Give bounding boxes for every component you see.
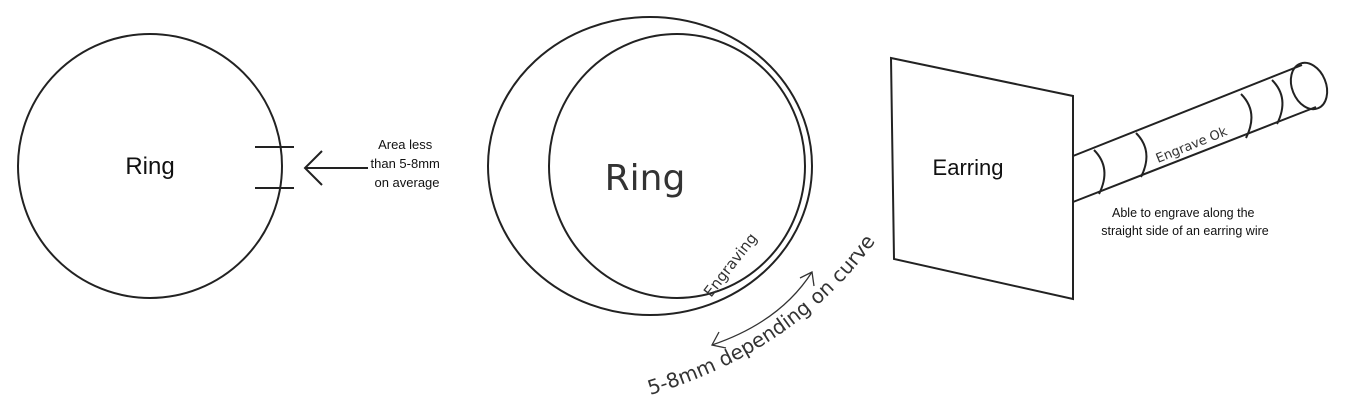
earring-note: Able to engrave along the straight side … (1101, 206, 1268, 238)
ring-simple-group: Ring Area less than 5-8mm on average (17, 33, 444, 299)
earring-plate (889, 56, 1074, 301)
earring-label: Earring (933, 155, 1004, 180)
ring-outer-outline (487, 16, 813, 316)
ring-inner-outline (548, 33, 806, 299)
ring-simple-outline (17, 33, 283, 299)
left-arrow-icon (303, 150, 368, 186)
ring-inner-label: Ring (605, 158, 686, 199)
ring-simple-label: Ring (125, 153, 174, 180)
area-annotation: Area less than 5-8mm on average (371, 137, 444, 190)
ring-inner-group: Ring Engraving 5-8mm depending on curve (487, 16, 880, 400)
earring-group: Earring Engrave Ok Able to engrave along… (889, 56, 1329, 301)
earring-wire (1072, 61, 1329, 203)
curve-measure-label: 5-8mm depending on curve (644, 230, 879, 400)
engraving-label: Engraving (700, 230, 761, 301)
curved-double-arrow-icon (711, 271, 815, 349)
area-width-bracket (255, 146, 294, 189)
